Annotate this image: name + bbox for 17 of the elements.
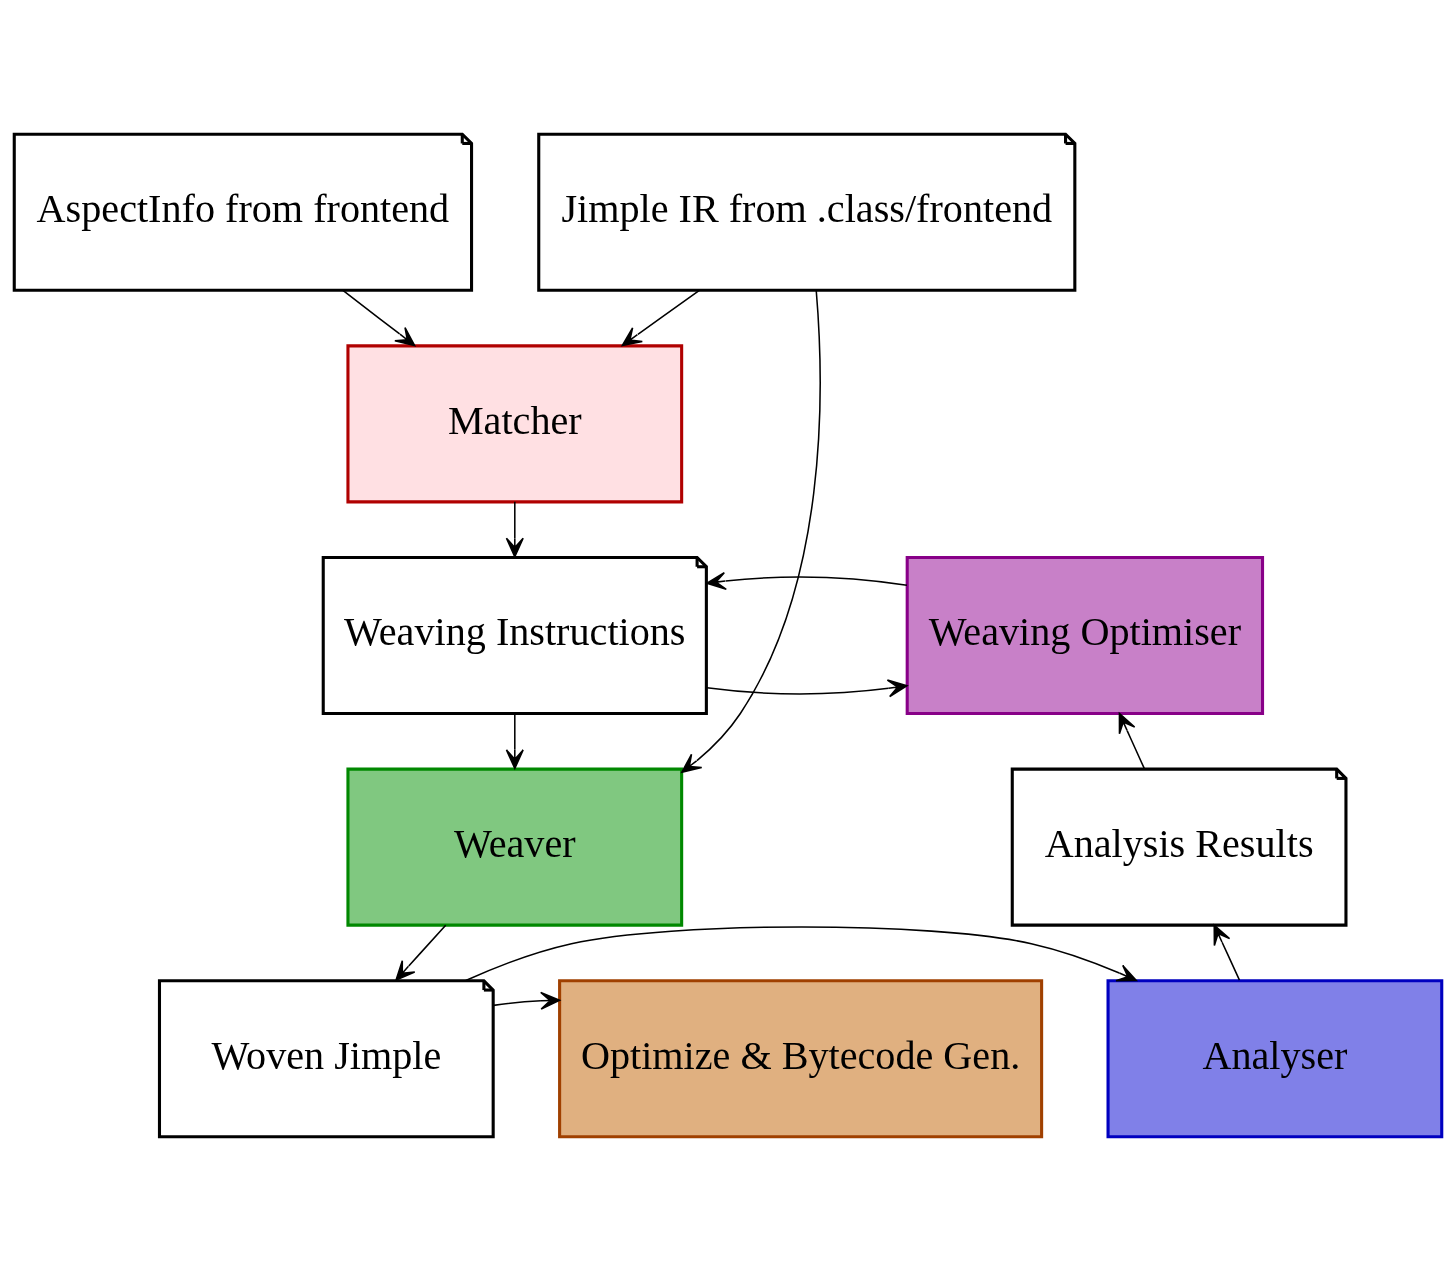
node-box: Analyser (1106, 978, 1444, 1138)
node-box: Weaver (346, 767, 684, 927)
arrow (465, 925, 1138, 981)
arrow (706, 571, 908, 590)
arrow (505, 500, 524, 558)
node-box: Optimize & Bytecode Gen. (558, 978, 1044, 1138)
arrow (706, 678, 908, 697)
arrow (681, 289, 821, 773)
arrow (395, 923, 447, 981)
arrow (1213, 923, 1241, 981)
arrow (341, 288, 416, 346)
arrow (621, 288, 701, 346)
node-box: Weaving Optimiser (905, 555, 1265, 715)
arrow (1118, 712, 1145, 769)
arrow (492, 991, 561, 1010)
node-box: Matcher (346, 343, 684, 503)
arrow (505, 712, 524, 769)
